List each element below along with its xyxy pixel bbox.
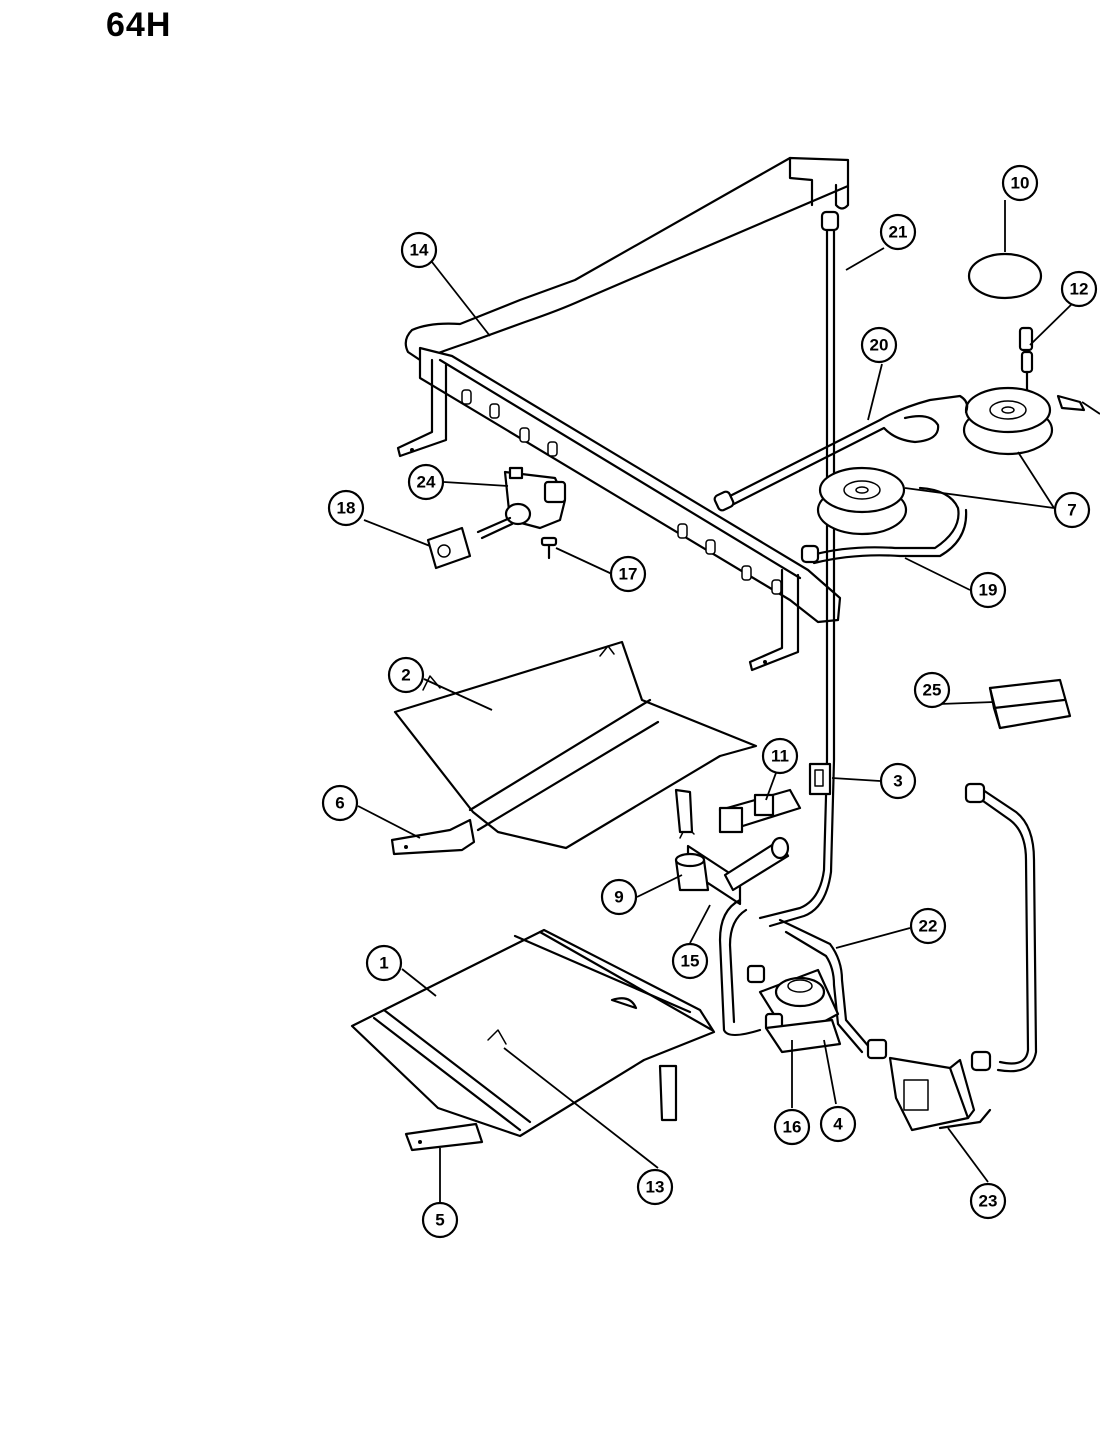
bracket-6 [390,818,476,856]
bracket-4 [764,1018,842,1054]
elbow-assembly [674,836,790,906]
lower-deflector [350,928,716,1138]
svg-text:3: 3 [893,772,902,791]
safety-valve-23 [866,1038,992,1132]
callout-24: 24 [407,463,445,501]
callout-15: 15 [671,942,709,980]
svg-text:16: 16 [783,1118,802,1137]
callout-16: 16 [773,1108,811,1146]
svg-text:6: 6 [335,794,344,813]
valve-assembly [476,466,567,540]
svg-text:21: 21 [889,223,908,242]
igniter-electrode [1018,326,1034,392]
svg-text:13: 13 [646,1178,665,1197]
svg-text:23: 23 [979,1192,998,1211]
callout-5: 5 [421,1201,459,1239]
callout-25: 25 [913,671,951,709]
manifold-bar [396,156,850,672]
callout-12: 12 [1060,270,1098,308]
upper-burner-tube [674,788,694,834]
svg-text:12: 12 [1070,280,1089,299]
callout-7: 7 [1053,491,1091,529]
callout-13: 13 [636,1168,674,1206]
burner-tube-20 [724,394,969,500]
tube-right [974,794,1030,1065]
block-25 [988,678,1072,730]
svg-text:9: 9 [614,888,623,907]
svg-text:24: 24 [417,473,436,492]
callout-6: 6 [321,784,359,822]
callout-17: 17 [609,555,647,593]
callout-11: 11 [761,737,799,775]
callout-18: 18 [327,489,365,527]
callout-3: 3 [879,762,917,800]
svg-text:20: 20 [870,336,889,355]
plate-3 [808,762,832,796]
clip [1056,394,1086,412]
callout-10: 10 [1001,164,1039,202]
svg-text:17: 17 [619,565,638,584]
svg-text:7: 7 [1067,501,1076,520]
svg-text:4: 4 [833,1115,843,1134]
svg-text:1: 1 [379,954,388,973]
callout-21: 21 [879,213,917,251]
flame-spreader [610,997,638,1010]
tube-22 [718,898,762,1037]
callout-23: 23 [969,1182,1007,1220]
lower-burner-tube [658,1064,678,1122]
bracket-5 [404,1122,484,1152]
callout-19: 19 [969,571,1007,609]
svg-text:22: 22 [919,917,938,936]
svg-text:25: 25 [923,681,942,700]
svg-text:11: 11 [771,747,789,766]
top-burner-right [962,386,1054,456]
diagram-title: 64H [106,6,172,44]
gasket-ring [967,252,1043,300]
screw-17 [540,536,558,560]
callout-2: 2 [387,656,425,694]
upper-deflector [393,640,758,850]
callout-4: 4 [819,1105,857,1143]
callout-1: 1 [365,944,403,982]
bracket-plate-18 [426,526,472,570]
svg-text:19: 19 [979,581,998,600]
svg-text:2: 2 [401,666,410,685]
svg-text:5: 5 [435,1211,444,1230]
svg-text:14: 14 [410,241,429,260]
callout-20: 20 [860,326,898,364]
gas-supply-tube [758,210,840,928]
top-burner-left [816,466,908,536]
callout-22: 22 [909,907,947,945]
callout-14: 14 [400,231,438,269]
svg-text:10: 10 [1011,174,1030,193]
burner-tube-19 [810,486,960,557]
igniter-11 [718,788,802,834]
svg-text:15: 15 [681,952,700,971]
svg-text:18: 18 [337,499,356,518]
callout-9: 9 [600,878,638,916]
